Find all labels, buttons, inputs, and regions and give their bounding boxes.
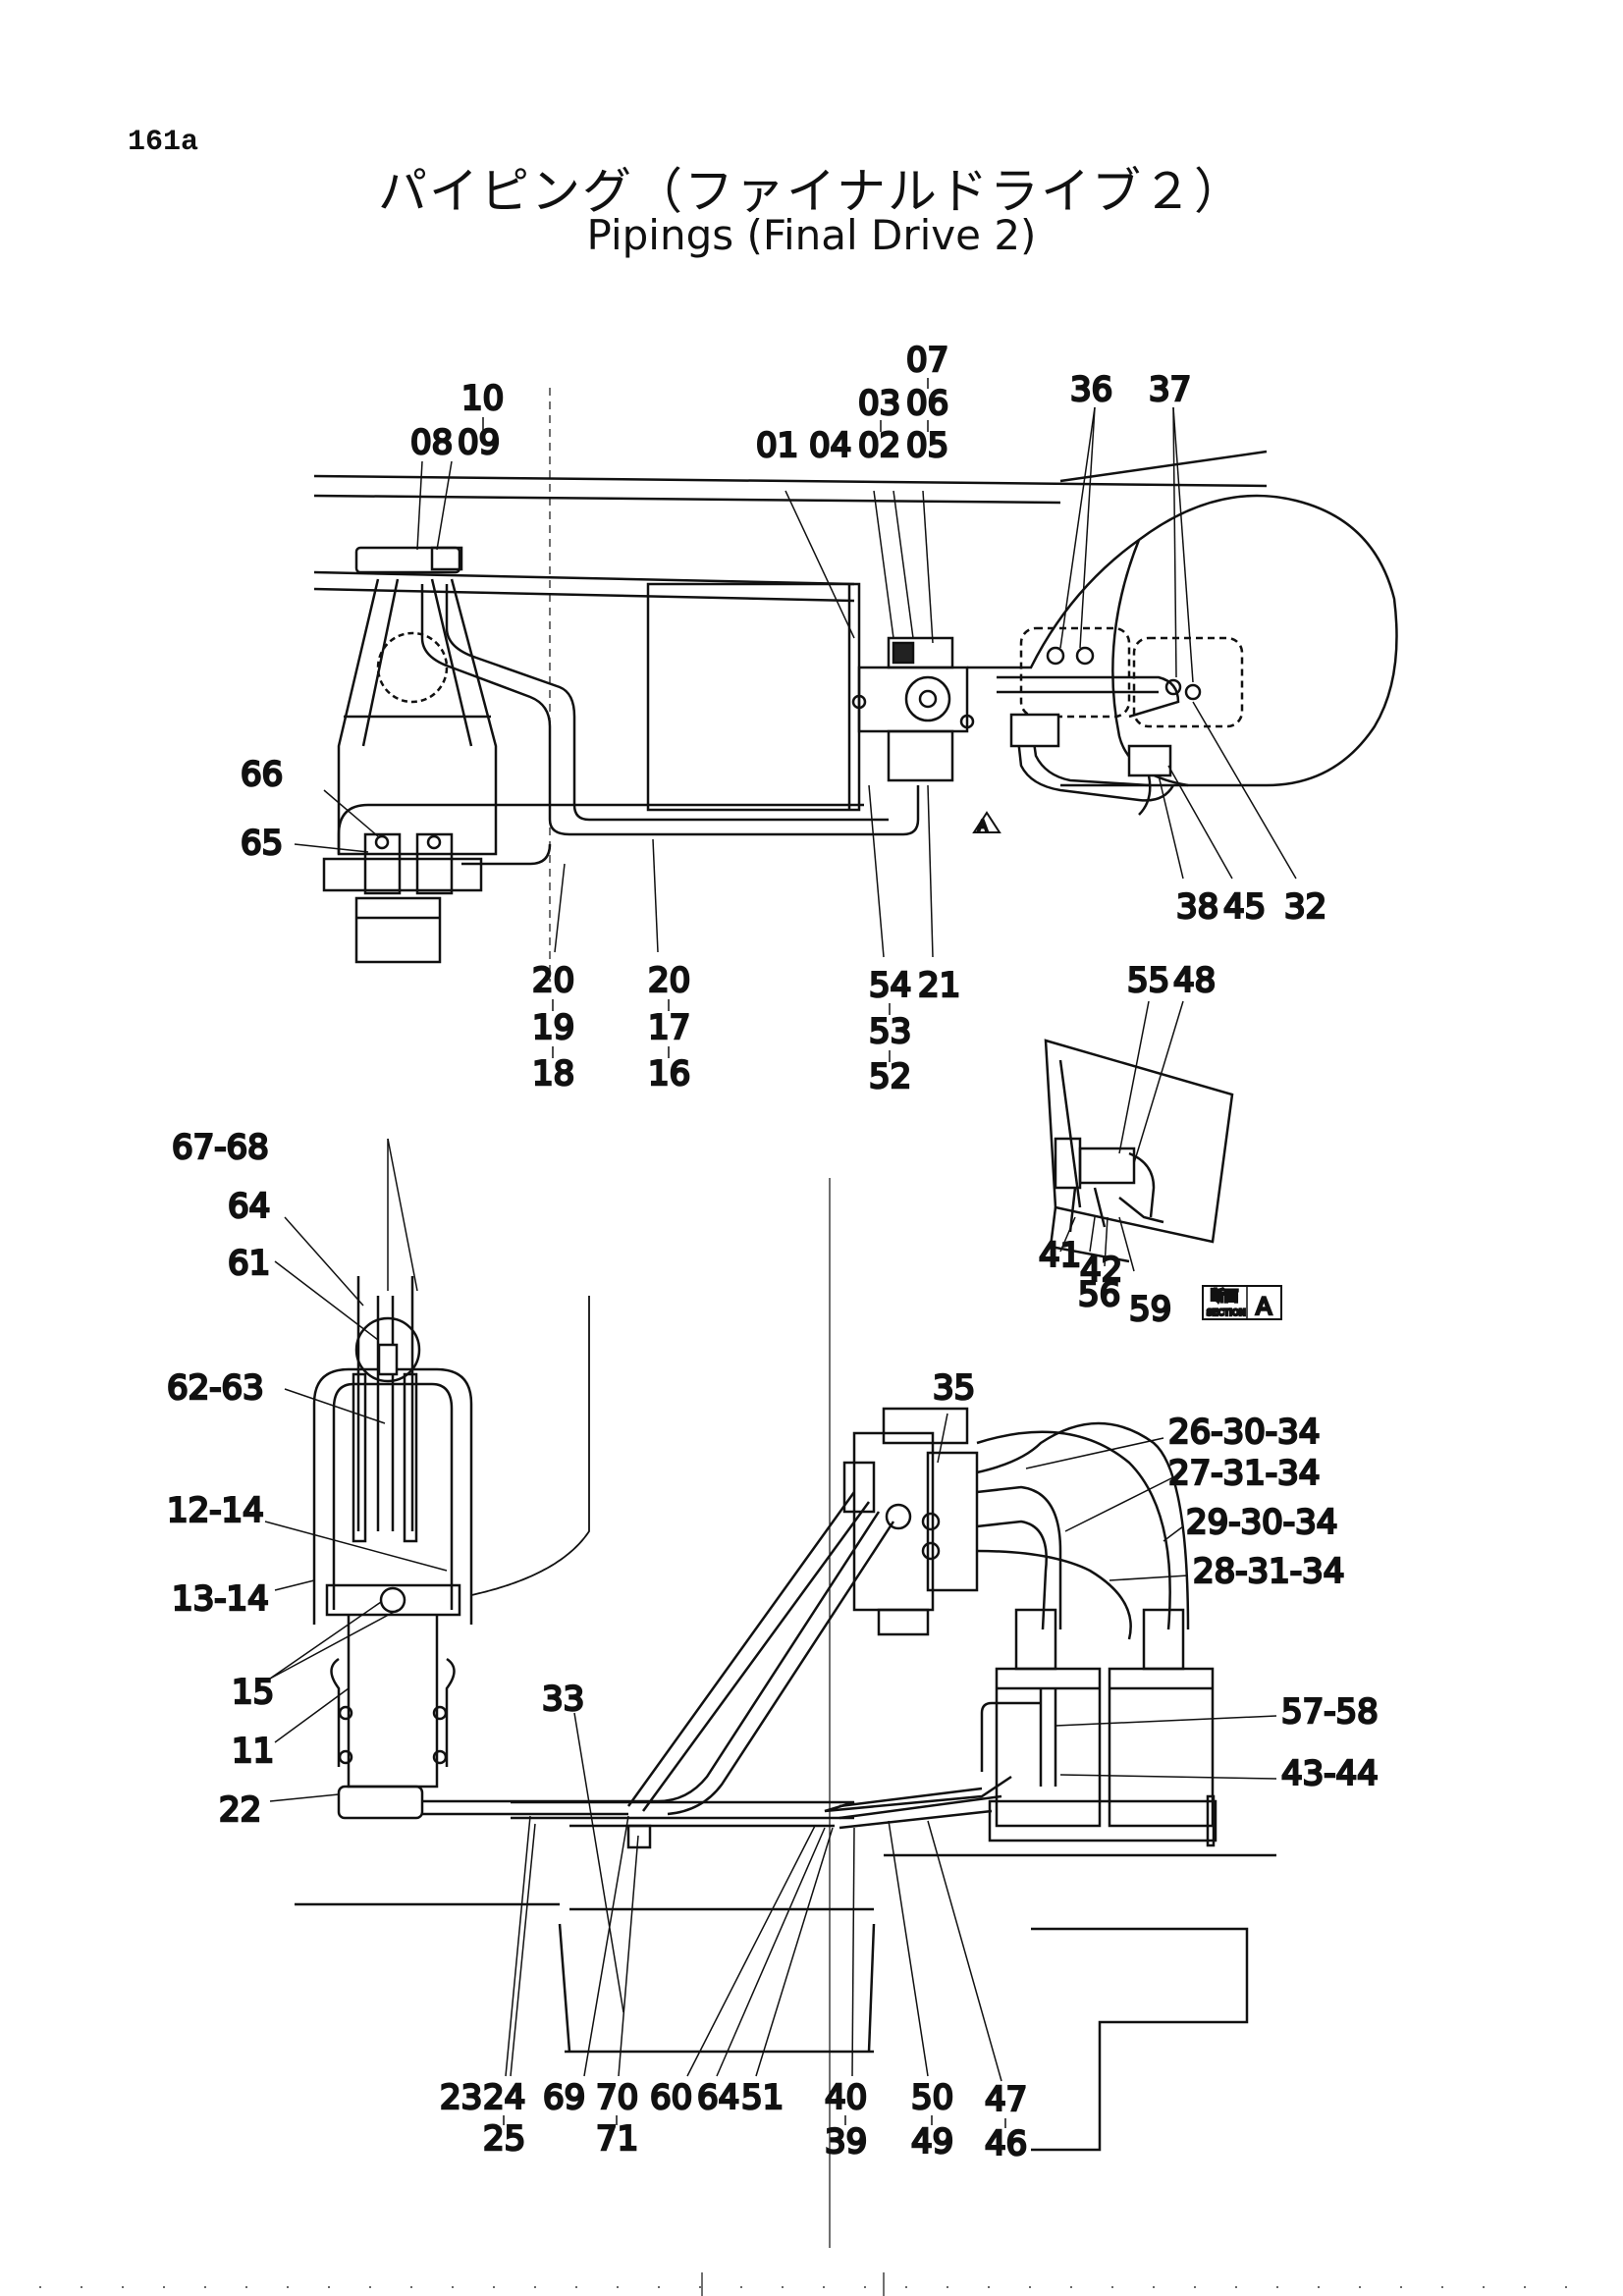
label-20a: 20 bbox=[532, 961, 574, 1000]
label-46: 46 bbox=[985, 2124, 1027, 2163]
label-24: 24 bbox=[483, 2078, 525, 2117]
label-51: 51 bbox=[741, 2078, 784, 2117]
label-01: 01 bbox=[756, 426, 798, 465]
label-05: 05 bbox=[906, 426, 948, 465]
page-number: 161a bbox=[128, 126, 199, 159]
label-02: 02 bbox=[858, 426, 900, 465]
section-box: 断面 SECTION A bbox=[1202, 1285, 1282, 1321]
section-a-view: 断面 SECTION A bbox=[1044, 1000, 1282, 1321]
label-15: 15 bbox=[232, 1673, 274, 1712]
label-33: 33 bbox=[542, 1680, 584, 1719]
label-52: 52 bbox=[869, 1057, 911, 1096]
label-48: 48 bbox=[1173, 961, 1216, 1000]
label-26-30-34: 26-30-34 bbox=[1168, 1413, 1320, 1452]
label-64a: 64 bbox=[228, 1187, 270, 1226]
label-43-44: 43-44 bbox=[1281, 1754, 1379, 1793]
label-08: 08 bbox=[410, 423, 453, 462]
label-57-58: 57-58 bbox=[1281, 1692, 1379, 1732]
label-36: 36 bbox=[1070, 370, 1112, 409]
label-19: 19 bbox=[532, 1008, 574, 1047]
label-17: 17 bbox=[648, 1008, 690, 1047]
label-22: 22 bbox=[219, 1790, 261, 1830]
label-56: 56 bbox=[1078, 1275, 1120, 1314]
part-labels: 10 08 09 66 65 07 03 06 01 04 02 05 36 3… bbox=[166, 340, 1380, 2165]
bottom-view bbox=[264, 1138, 1277, 2248]
label-61: 61 bbox=[228, 1244, 270, 1283]
label-32: 32 bbox=[1284, 887, 1326, 927]
scan-edge-marks bbox=[39, 2272, 1571, 2296]
label-55: 55 bbox=[1127, 961, 1169, 1000]
label-18: 18 bbox=[532, 1054, 574, 1094]
label-09: 09 bbox=[458, 423, 500, 462]
label-67-68: 67-68 bbox=[172, 1128, 269, 1167]
label-37: 37 bbox=[1149, 370, 1191, 409]
label-60: 60 bbox=[650, 2078, 692, 2117]
label-06: 06 bbox=[906, 384, 948, 423]
label-47: 47 bbox=[985, 2080, 1027, 2119]
label-16: 16 bbox=[648, 1054, 690, 1094]
section-box-letter: A bbox=[1256, 1293, 1272, 1320]
label-41: 41 bbox=[1039, 1236, 1081, 1275]
label-40: 40 bbox=[825, 2078, 867, 2117]
label-13-14: 13-14 bbox=[172, 1579, 269, 1619]
section-a-marker-label: A bbox=[978, 819, 988, 834]
top-view: A bbox=[294, 388, 1398, 982]
label-71: 71 bbox=[596, 2119, 638, 2159]
label-54: 54 bbox=[869, 966, 911, 1005]
label-29-30-34: 29-30-34 bbox=[1186, 1503, 1337, 1542]
label-11: 11 bbox=[232, 1732, 274, 1771]
label-03: 03 bbox=[858, 384, 900, 423]
title-japanese: パイピング（ファイナルドライブ２） bbox=[378, 163, 1245, 220]
label-59: 59 bbox=[1129, 1290, 1171, 1329]
section-box-en: SECTION bbox=[1207, 1308, 1246, 1318]
section-box-jp: 断面 bbox=[1211, 1288, 1238, 1305]
label-23: 23 bbox=[440, 2078, 482, 2117]
title-english: Pipings (Final Drive 2) bbox=[586, 211, 1037, 259]
label-53: 53 bbox=[869, 1012, 911, 1051]
label-70: 70 bbox=[596, 2078, 638, 2117]
label-62-63: 62-63 bbox=[167, 1368, 264, 1408]
label-50: 50 bbox=[911, 2078, 953, 2117]
label-10: 10 bbox=[461, 379, 504, 418]
label-25: 25 bbox=[483, 2119, 525, 2159]
label-27-31-34: 27-31-34 bbox=[1168, 1454, 1320, 1493]
label-04: 04 bbox=[809, 426, 851, 465]
label-12-14: 12-14 bbox=[167, 1491, 264, 1530]
label-42: 42 bbox=[1080, 1251, 1122, 1290]
label-39: 39 bbox=[825, 2122, 867, 2162]
label-69: 69 bbox=[543, 2078, 585, 2117]
label-21: 21 bbox=[918, 966, 960, 1005]
label-49: 49 bbox=[911, 2122, 953, 2162]
label-38: 38 bbox=[1176, 887, 1218, 927]
label-45: 45 bbox=[1223, 887, 1266, 927]
label-65: 65 bbox=[241, 824, 283, 863]
section-a-marker: A bbox=[972, 811, 1001, 835]
label-20b: 20 bbox=[648, 961, 690, 1000]
label-07: 07 bbox=[906, 341, 948, 380]
label-66: 66 bbox=[241, 755, 283, 794]
label-64b: 64 bbox=[697, 2078, 739, 2117]
label-35: 35 bbox=[933, 1368, 975, 1408]
label-28-31-34: 28-31-34 bbox=[1193, 1552, 1344, 1591]
